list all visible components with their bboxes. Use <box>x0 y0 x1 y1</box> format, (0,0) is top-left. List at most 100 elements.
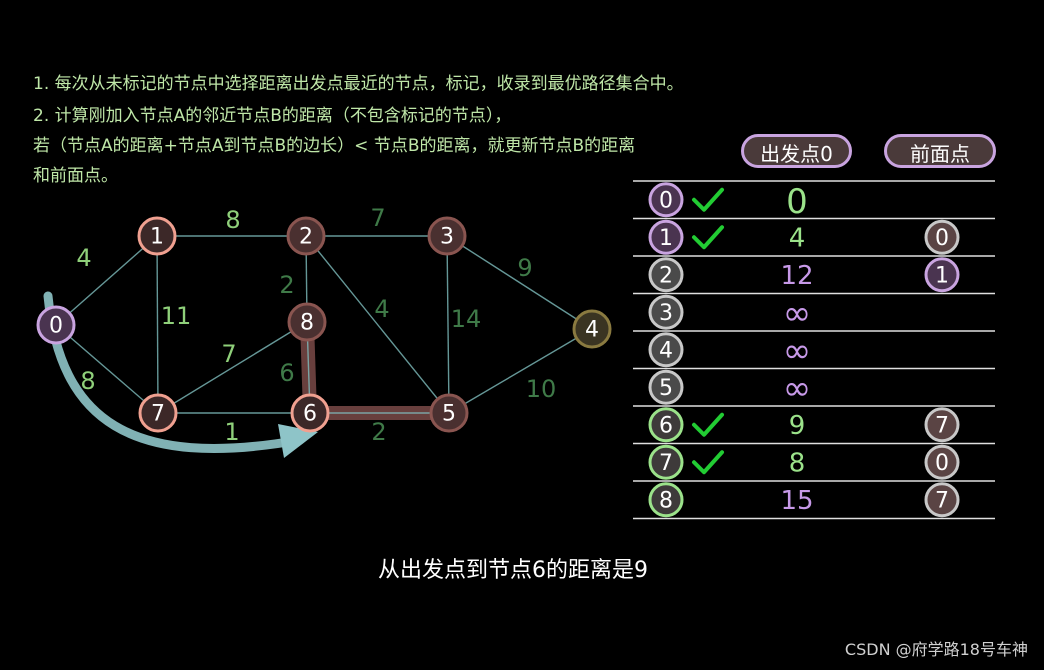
table-row: 5∞ <box>648 368 811 408</box>
row-node-circle <box>648 369 684 405</box>
edge-weight-1-2: 8 <box>225 206 240 234</box>
edge-3-5 <box>446 235 450 414</box>
edge-0-1 <box>55 235 158 326</box>
row-node-label: 1 <box>659 226 673 251</box>
graph-node-4 <box>572 309 612 349</box>
graph-node-7 <box>138 393 178 433</box>
row-previous-circle <box>924 407 960 443</box>
graph-node-label-8: 8 <box>300 311 314 336</box>
highlight-path <box>300 321 449 420</box>
row-node-label: 4 <box>659 338 673 363</box>
graph-node-6 <box>290 393 330 433</box>
edge-weight-3-5: 14 <box>451 305 482 333</box>
edge-4-5 <box>448 328 593 414</box>
row-previous-circle <box>924 444 960 480</box>
row-node-label: 2 <box>659 263 673 288</box>
row-distance: 15 <box>780 486 813 516</box>
edge-weight-2-5: 4 <box>374 295 389 323</box>
row-previous-label: 0 <box>935 451 949 476</box>
row-node-label: 3 <box>659 301 673 326</box>
row-node-label: 6 <box>659 413 673 438</box>
edge-weight-0-1: 4 <box>76 244 91 272</box>
row-distance: 0 <box>786 182 808 222</box>
row-node-circle <box>648 182 684 218</box>
row-previous-label: 1 <box>935 263 949 288</box>
graph-node-5 <box>429 393 469 433</box>
edge-7-8 <box>157 321 308 414</box>
arrow-head-icon <box>278 424 318 458</box>
row-node-circle <box>648 407 684 443</box>
row-distance: 9 <box>789 411 806 441</box>
instruction-line-4: 和前面点。 <box>33 166 118 186</box>
check-icon <box>692 225 724 250</box>
edge-1-7 <box>156 235 159 414</box>
table-row: 3∞ <box>648 293 811 333</box>
table-row: 7 8 0 <box>648 444 960 480</box>
graph-node-2 <box>286 216 326 256</box>
graph-node-label-5: 5 <box>442 402 456 427</box>
row-previous-label: 0 <box>935 226 949 251</box>
graph-node-label-2: 2 <box>299 225 313 250</box>
graph-node-3 <box>427 216 467 256</box>
edge-weight-4-5: 10 <box>526 375 557 403</box>
header-previous: 前面点 <box>884 134 996 168</box>
graph-node-8 <box>287 302 327 342</box>
row-node-circle <box>648 482 684 518</box>
instruction-line-1: 1. 每次从未标记的节点中选择距离出发点最近的节点，标记，收录到最优路径集合中。 <box>33 74 684 94</box>
table-row: 6 9 7 <box>648 407 960 443</box>
row-node-label: 0 <box>659 188 673 213</box>
row-distance: 12 <box>780 261 813 291</box>
table-row: 2 12 1 <box>648 257 960 293</box>
graph-node-label-7: 7 <box>151 402 165 427</box>
row-distance: ∞ <box>783 368 811 408</box>
row-distance: 4 <box>789 223 806 253</box>
row-node-circle <box>648 294 684 330</box>
edge-weight-0-7: 8 <box>80 367 95 395</box>
edge-3-4 <box>446 235 593 330</box>
row-node-label: 7 <box>659 451 673 476</box>
graph-node-label-4: 4 <box>585 318 599 343</box>
edge-weight-2-8: 2 <box>279 271 294 299</box>
row-node-label: 8 <box>659 488 673 513</box>
row-node-circle <box>648 219 684 255</box>
caption: 从出发点到节点6的距离是9 <box>378 558 648 583</box>
row-previous-circle <box>924 257 960 293</box>
row-node-circle <box>648 257 684 293</box>
table-row: 1 4 0 <box>648 219 960 255</box>
header-distance: 出发点0 <box>741 134 852 168</box>
instruction-line-2: 2. 计算刚加入节点A的邻近节点B的距离（不包含标记的节点）， <box>33 106 512 126</box>
edge-0-7 <box>55 324 159 414</box>
edge-weight-3-4: 9 <box>517 254 532 282</box>
graph-node-1 <box>137 216 177 256</box>
row-previous-circle <box>924 482 960 518</box>
instruction-line-3: 若（节点A的距离+节点A到节点B的边长）< 节点B的距离，就更新节点B的距离 <box>33 136 636 156</box>
edge-weight-2-3: 7 <box>370 204 385 232</box>
row-distance: ∞ <box>783 331 811 371</box>
check-icon <box>692 187 724 212</box>
row-previous-circle <box>924 219 960 255</box>
edge-weight-1-7: 11 <box>161 302 192 330</box>
table-row: 8 15 7 <box>648 482 960 518</box>
watermark: CSDN @府学路18号车神 <box>844 640 1028 659</box>
row-previous-label: 7 <box>935 488 949 513</box>
graph-node-label-3: 3 <box>440 225 454 250</box>
row-distance: ∞ <box>783 293 811 333</box>
edge-weight-5-6: 2 <box>371 418 386 446</box>
row-node-circle <box>648 444 684 480</box>
edge-2-5 <box>305 235 450 414</box>
row-distance: 8 <box>789 448 806 478</box>
edge-weight-6-7: 1 <box>224 418 239 446</box>
row-node-circle <box>648 332 684 368</box>
check-icon <box>692 412 724 437</box>
graph-node-label-0: 0 <box>49 314 63 339</box>
check-icon <box>692 450 724 475</box>
edge-weight-6-8: 6 <box>279 359 294 387</box>
graph-node-0 <box>36 305 76 345</box>
row-node-label: 5 <box>659 376 673 401</box>
table-row: 4∞ <box>648 331 811 371</box>
graph-node-label-6: 6 <box>303 402 317 427</box>
row-previous-label: 7 <box>935 413 949 438</box>
edge-weight-7-8: 7 <box>221 340 236 368</box>
